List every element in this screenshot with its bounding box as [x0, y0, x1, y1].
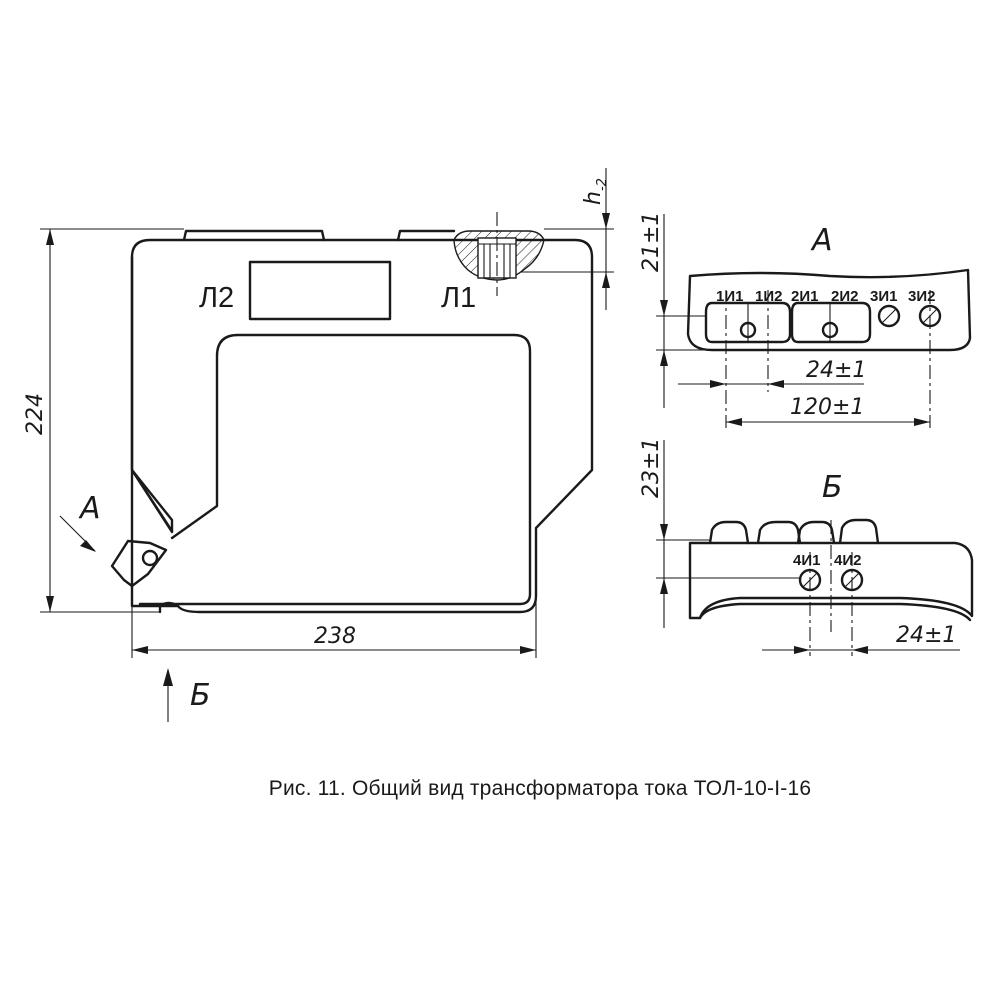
dim-238-label: 238 [314, 624, 356, 649]
terminal-1i1: 1И1 [716, 288, 743, 305]
view-b-connector-2 [756, 520, 802, 545]
figure-caption-text: Рис. 11. Общий вид трансформатора тока Т… [268, 777, 812, 800]
terminal-l1-label: Л1 [441, 282, 476, 314]
figure-caption: Рис. 11. Общий вид трансформатора тока Т… [0, 777, 1000, 801]
view-a-title: А [810, 223, 833, 258]
dim-224-label: 224 [23, 393, 48, 435]
view-a: А 1И1 1И2 2И1 2И2 3И1 3И2 21±1 [639, 212, 972, 428]
view-a-screw-3 [877, 304, 901, 328]
view-a-housing-2 [790, 301, 872, 344]
transformer-body [130, 238, 594, 614]
dim-23-label: 23±1 [639, 438, 664, 498]
view-b-marker: Б [190, 678, 211, 713]
dim-120-label: 120±1 [790, 395, 864, 420]
top-ridge-right [396, 229, 456, 242]
top-ridge-left [182, 229, 326, 242]
base-tab [158, 601, 180, 614]
view-b-title: Б [822, 470, 843, 505]
view-a-marker: А [78, 491, 101, 526]
terminal-3i1: 3И1 [870, 288, 897, 305]
terminal-screw [141, 549, 159, 567]
dim-h-tolerance: -2 [595, 178, 610, 191]
view-a-housing-1 [704, 301, 792, 344]
view-b-body [688, 541, 974, 620]
view-b-connector-4 [838, 518, 880, 545]
nameplate [248, 260, 392, 321]
front-view: Л2 Л1 224 238 h-2 А Б [23, 168, 614, 722]
view-b-connector-1 [708, 520, 750, 545]
body-left-side [130, 255, 174, 533]
dim-24a-label: 24±1 [806, 358, 866, 383]
dim-21-label: 21±1 [639, 212, 664, 272]
view-a-screw-1 [739, 321, 757, 339]
terminal-3i2: 3И2 [908, 288, 935, 305]
view-b-connector-3 [796, 520, 836, 545]
dim-24b-label: 24±1 [896, 623, 956, 648]
window-opening [138, 333, 532, 606]
terminal-2i1: 2И1 [791, 288, 818, 305]
terminal-l2-label: Л2 [199, 282, 234, 314]
view-a-screw-2 [821, 321, 839, 339]
dim-h-symbol: h [581, 191, 606, 205]
view-b: Б 4И1 4И2 23±1 24±1 [639, 438, 974, 656]
dim-h-label: h-2 [581, 178, 610, 205]
terminal-4i1: 4И1 [793, 552, 820, 569]
terminal-block [110, 539, 168, 588]
terminal-1i2: 1И2 [755, 288, 782, 305]
terminal-4i2: 4И2 [834, 552, 861, 569]
view-a-body [686, 268, 972, 352]
terminal-2i2: 2И2 [831, 288, 858, 305]
